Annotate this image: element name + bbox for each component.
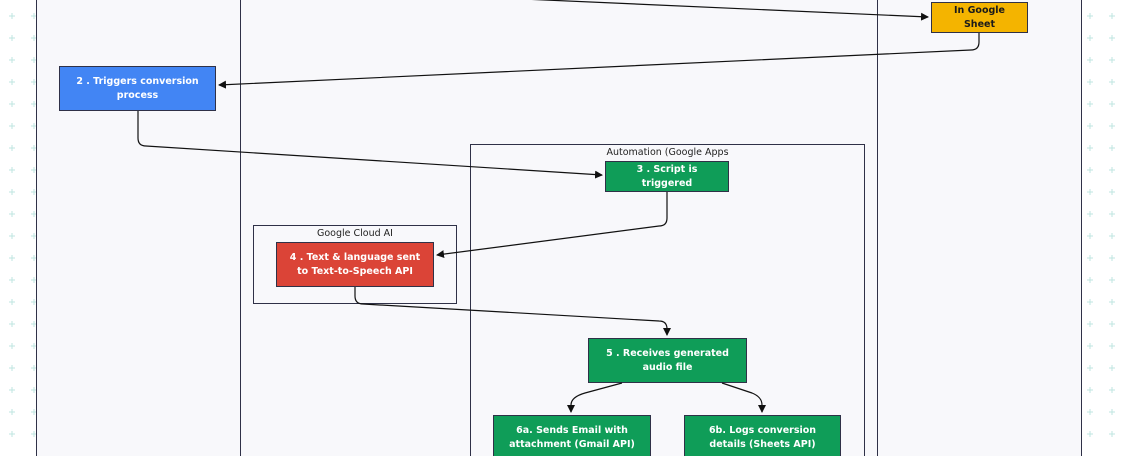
grid-plus bbox=[1109, 101, 1115, 107]
grid-plus bbox=[1087, 277, 1093, 283]
node-script-triggered[interactable]: 3 . Script is triggered bbox=[605, 161, 729, 192]
grid-plus bbox=[1109, 365, 1115, 371]
grid-plus bbox=[1087, 79, 1093, 85]
grid-plus bbox=[9, 123, 15, 129]
grid-plus bbox=[1087, 101, 1093, 107]
grid-plus bbox=[9, 299, 15, 305]
grid-plus bbox=[9, 13, 15, 19]
grid-plus bbox=[1109, 189, 1115, 195]
grid-plus bbox=[1087, 387, 1093, 393]
grid-plus bbox=[1109, 233, 1115, 239]
group-automation-label: Automation (Google Apps bbox=[606, 147, 729, 158]
node-in-google-sheet[interactable]: In Google Sheet bbox=[931, 2, 1028, 33]
grid-plus bbox=[1087, 343, 1093, 349]
node-script-triggered-label: 3 . Script is triggered bbox=[636, 163, 698, 189]
grid-plus bbox=[1087, 233, 1093, 239]
grid-plus bbox=[1109, 255, 1115, 261]
grid-plus bbox=[1087, 409, 1093, 415]
swimlane-sheet bbox=[877, 0, 1082, 456]
grid-plus bbox=[9, 365, 15, 371]
grid-plus bbox=[1109, 57, 1115, 63]
grid-plus bbox=[9, 431, 15, 437]
grid-plus bbox=[9, 277, 15, 283]
grid-plus bbox=[1109, 167, 1115, 173]
grid-plus bbox=[1087, 189, 1093, 195]
grid-plus bbox=[1109, 321, 1115, 327]
grid-plus bbox=[1087, 255, 1093, 261]
grid-plus bbox=[1087, 431, 1093, 437]
node-logs-details[interactable]: 6b. Logs conversion details (Sheets API) bbox=[684, 415, 841, 456]
grid-plus bbox=[1087, 211, 1093, 217]
grid-plus bbox=[1109, 13, 1115, 19]
grid-plus bbox=[9, 57, 15, 63]
grid-plus bbox=[1109, 343, 1115, 349]
node-sends-email-label: 6a. Sends Email with attachment (Gmail A… bbox=[509, 424, 635, 450]
grid-plus bbox=[9, 101, 15, 107]
grid-plus bbox=[1109, 299, 1115, 305]
grid-plus bbox=[1087, 167, 1093, 173]
grid-plus bbox=[1087, 365, 1093, 371]
grid-plus bbox=[9, 255, 15, 261]
node-logs-details-label: 6b. Logs conversion details (Sheets API) bbox=[708, 424, 817, 450]
grid-plus bbox=[1087, 299, 1093, 305]
grid-plus bbox=[9, 321, 15, 327]
node-triggers-conversion-label: 2 . Triggers conversion process bbox=[76, 75, 199, 101]
grid-plus bbox=[1109, 123, 1115, 129]
grid-plus bbox=[1109, 431, 1115, 437]
grid-plus bbox=[1087, 123, 1093, 129]
node-text-to-speech-label: 4 . Text & language sent to Text-to-Spee… bbox=[289, 251, 421, 277]
grid-plus bbox=[1087, 35, 1093, 41]
grid-plus bbox=[1109, 79, 1115, 85]
grid-plus bbox=[1087, 321, 1093, 327]
grid-plus bbox=[1087, 145, 1093, 151]
grid-plus bbox=[1087, 13, 1093, 19]
grid-plus bbox=[9, 145, 15, 151]
grid-plus bbox=[9, 211, 15, 217]
grid-plus bbox=[9, 343, 15, 349]
grid-plus bbox=[1109, 35, 1115, 41]
grid-plus bbox=[9, 189, 15, 195]
node-receives-audio-label: 5 . Receives generated audio file bbox=[606, 347, 729, 373]
grid-plus bbox=[9, 233, 15, 239]
grid-plus bbox=[9, 409, 15, 415]
group-cloud-ai-label: Google Cloud AI bbox=[317, 228, 393, 239]
node-receives-audio[interactable]: 5 . Receives generated audio file bbox=[588, 338, 747, 383]
grid-plus bbox=[1109, 277, 1115, 283]
grid-plus bbox=[1109, 211, 1115, 217]
grid-plus bbox=[9, 35, 15, 41]
node-text-to-speech[interactable]: 4 . Text & language sent to Text-to-Spee… bbox=[276, 242, 434, 287]
node-in-google-sheet-label: In Google Sheet bbox=[954, 4, 1005, 30]
node-sends-email[interactable]: 6a. Sends Email with attachment (Gmail A… bbox=[493, 415, 651, 456]
grid-plus bbox=[9, 167, 15, 173]
grid-plus bbox=[1109, 387, 1115, 393]
grid-plus bbox=[9, 79, 15, 85]
node-triggers-conversion[interactable]: 2 . Triggers conversion process bbox=[59, 66, 216, 111]
grid-plus bbox=[9, 387, 15, 393]
grid-plus bbox=[1109, 145, 1115, 151]
grid-plus bbox=[1087, 57, 1093, 63]
grid-plus bbox=[1109, 409, 1115, 415]
